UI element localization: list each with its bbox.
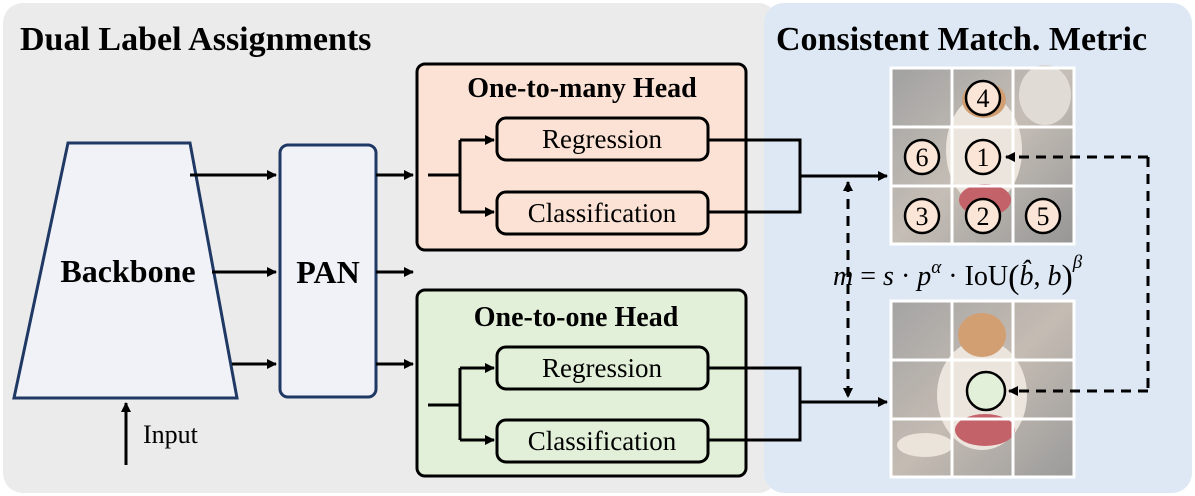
svg-text:5: 5 xyxy=(1037,202,1050,231)
rank-circle-5: 5 xyxy=(1024,197,1062,235)
svg-text:1: 1 xyxy=(977,143,990,172)
one-to-one-classification-label: Classification xyxy=(528,426,677,456)
metric-formula: m = s · pα · IoU(b̂, b)β xyxy=(833,252,1083,296)
one-to-many-head-title: One-to-many Head xyxy=(467,73,697,104)
rank-circle-3: 3 xyxy=(903,197,941,235)
right-panel-title: Consistent Match. Metric xyxy=(776,21,1147,58)
svg-text:6: 6 xyxy=(916,143,929,172)
rank-circle-2: 2 xyxy=(964,197,1002,235)
svg-text:2: 2 xyxy=(977,202,990,231)
rank-circle-4: 4 xyxy=(964,79,1002,117)
one-to-one-branch xyxy=(428,368,462,440)
backbone-label: Backbone xyxy=(60,253,195,289)
one-to-one-output-lines xyxy=(708,366,802,442)
rank-circle-1: 1 xyxy=(964,138,1002,176)
backbone-block xyxy=(12,141,239,400)
one-to-many-classification-label: Classification xyxy=(528,198,677,228)
one-to-one-regression-label: Regression xyxy=(542,353,662,383)
input-label: Input xyxy=(143,420,199,449)
right-panel xyxy=(764,3,1192,493)
pan-label: PAN xyxy=(296,254,359,290)
selected-sample-circle xyxy=(965,370,1007,412)
rank-circle-6: 6 xyxy=(903,138,941,176)
one-to-many-regression-label: Regression xyxy=(542,124,662,154)
one-to-one-head-title: One-to-one Head xyxy=(474,302,679,333)
left-panel-title: Dual Label Assignments xyxy=(20,21,371,58)
one-to-many-branch xyxy=(428,140,462,212)
svg-text:4: 4 xyxy=(977,84,990,113)
svg-text:3: 3 xyxy=(916,202,929,231)
